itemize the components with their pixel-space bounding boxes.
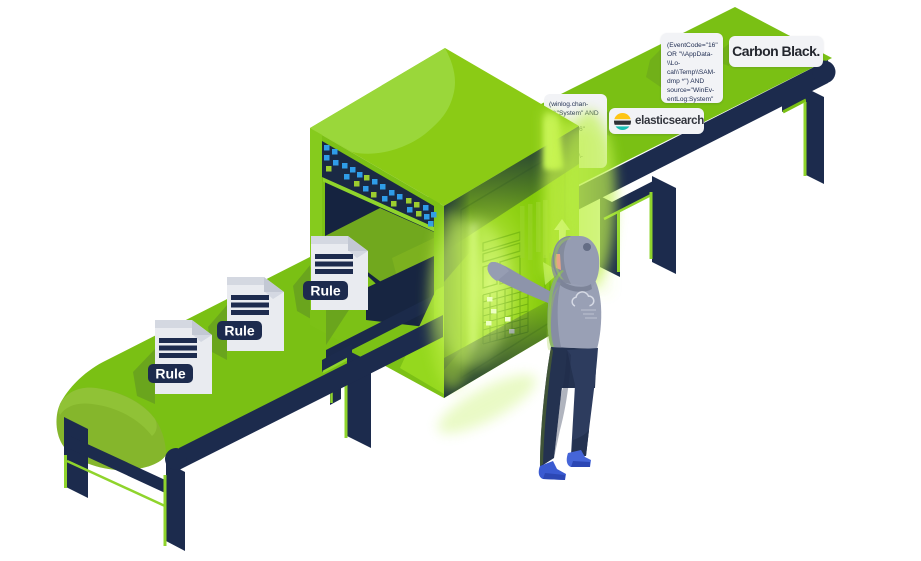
svg-text:Rule: Rule	[224, 323, 255, 339]
svg-text:(winlog.chan-: (winlog.chan-	[549, 101, 588, 108]
svg-text:Rule: Rule	[310, 283, 341, 299]
svg-text:Rule: Rule	[155, 366, 186, 382]
svg-text:nel:"System" AND: nel:"System" AND	[546, 110, 599, 117]
